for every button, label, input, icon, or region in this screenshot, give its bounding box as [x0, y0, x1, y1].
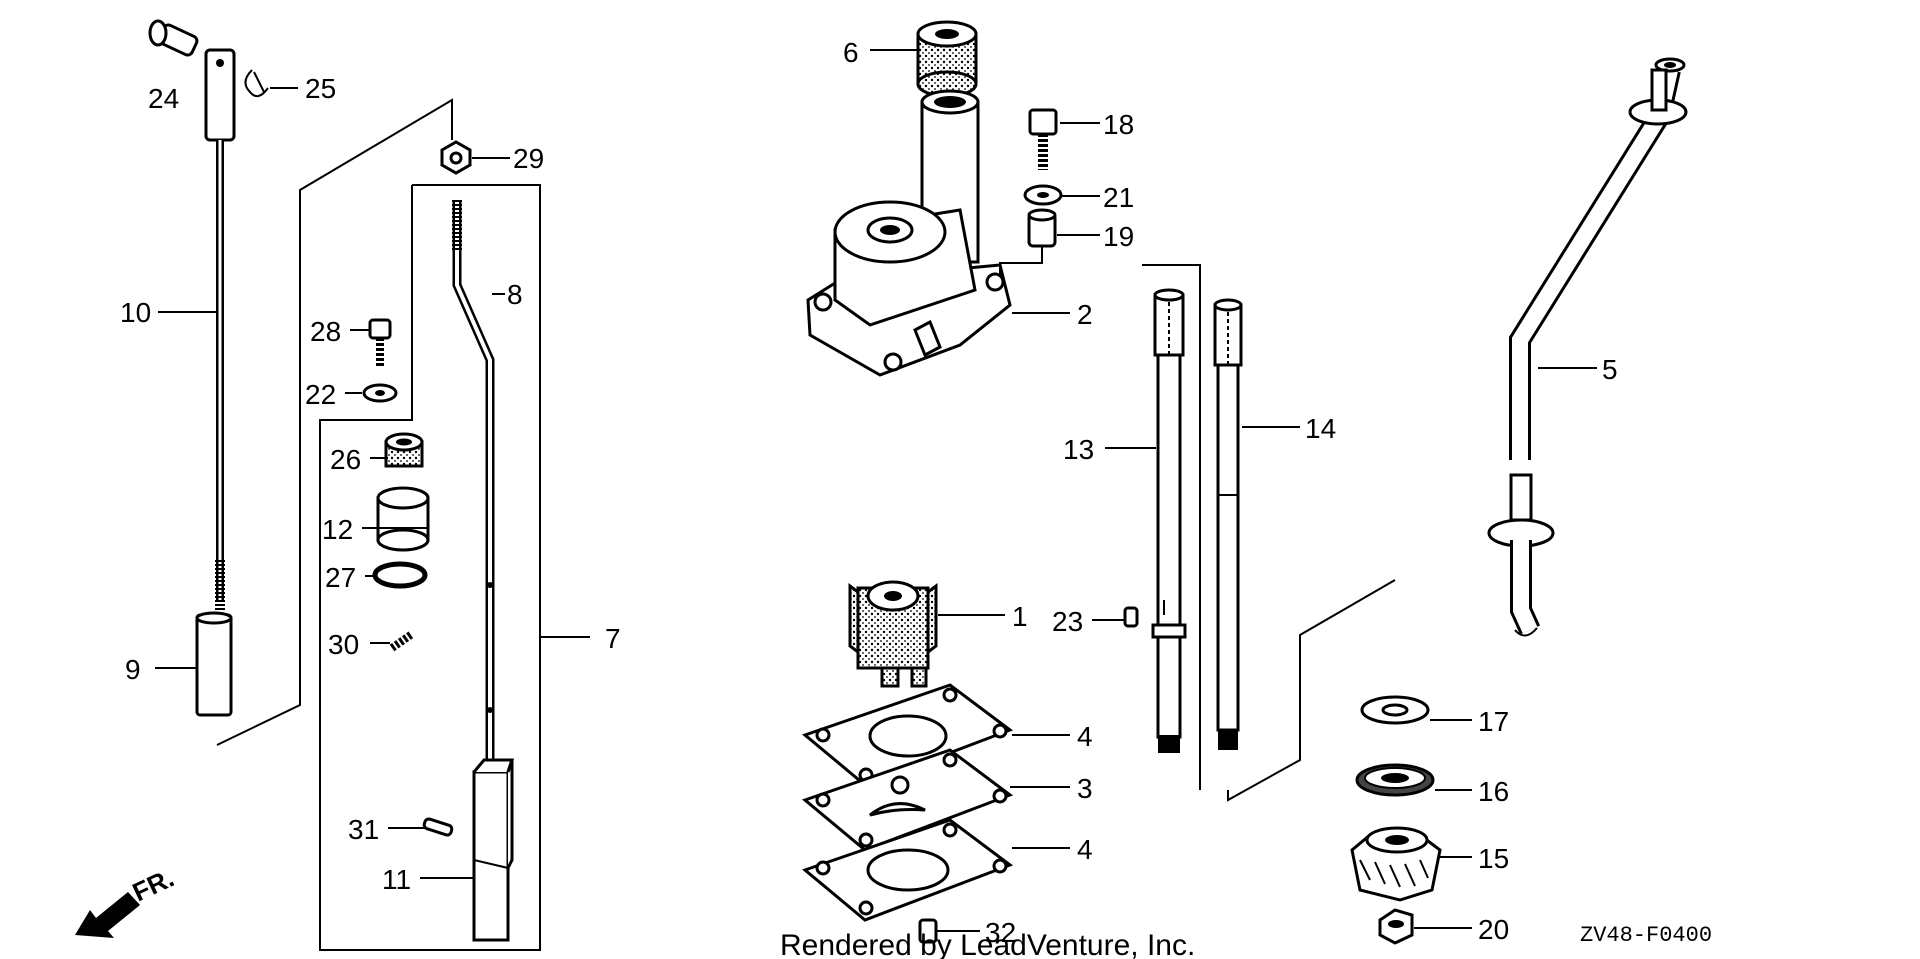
callout-28: 28 [310, 316, 341, 347]
callout-2: 2 [1077, 299, 1093, 330]
shift-rod-assembly [148, 19, 453, 746]
front-direction-arrow: FR. [75, 863, 179, 938]
callout-22: 22 [305, 379, 336, 410]
callout-26: 26 [330, 444, 361, 475]
pump-housing-2 [806, 89, 1012, 377]
drive-shaft-13 [1151, 288, 1187, 753]
water-pump-assembly [801, 20, 1063, 944]
bolt-18 [1028, 108, 1058, 170]
callout-8: 8 [507, 279, 523, 310]
callout-14: 14 [1305, 413, 1336, 444]
callout-32: 32 [985, 917, 1016, 948]
callout-12: 12 [322, 514, 353, 545]
callout-30: 30 [328, 629, 359, 660]
callout-25: 25 [305, 73, 336, 104]
shift-rod-7-assembly [319, 140, 541, 951]
callout-24: 24 [148, 83, 179, 114]
collar-26 [384, 432, 424, 468]
water-tube-assembly [1350, 57, 1688, 945]
nut-29 [440, 140, 472, 175]
callout-13: 13 [1063, 434, 1094, 465]
callout-9: 9 [125, 654, 141, 685]
gasket-4-lower [801, 818, 1014, 922]
callout-20: 20 [1478, 914, 1509, 945]
bushing-12 [376, 486, 430, 552]
callout-3: 3 [1077, 773, 1093, 804]
callout-29: 29 [513, 143, 544, 174]
callout-23: 23 [1052, 606, 1083, 637]
nut-20 [1378, 908, 1414, 945]
thrust-bearing-16 [1355, 763, 1435, 797]
leader-lines [155, 49, 1597, 932]
callout-10: 10 [120, 297, 151, 328]
callout-6: 6 [843, 37, 859, 68]
callout-7: 7 [605, 623, 621, 654]
callout-18: 18 [1103, 109, 1134, 140]
seal-6 [916, 20, 978, 98]
callout-4a: 4 [1077, 721, 1093, 752]
callout-21: 21 [1103, 182, 1134, 213]
callout-19: 19 [1103, 221, 1134, 252]
pinion-gear-15 [1350, 826, 1442, 902]
callout-11: 11 [382, 864, 411, 895]
callout-15: 15 [1478, 843, 1509, 874]
drawing-code: ZV48-F0400 [1580, 923, 1712, 948]
callout-17: 17 [1478, 706, 1509, 737]
drive-shaft-assembly [1123, 264, 1396, 802]
callout-labels: 10 9 24 25 29 8 28 22 26 12 27 30 7 31 1… [120, 37, 1618, 948]
gasket-4-upper [801, 683, 1014, 787]
shift-arm-11 [472, 758, 515, 942]
callout-31: 31 [348, 814, 379, 845]
drive-shaft-14 [1213, 298, 1243, 750]
callout-1: 1 [1012, 601, 1028, 632]
pin-24 [148, 19, 199, 57]
impeller-1 [848, 580, 938, 688]
callout-27: 27 [325, 562, 356, 593]
callout-16: 16 [1478, 776, 1509, 807]
bolt-28 [368, 318, 392, 368]
plate-3 [801, 748, 1014, 852]
callout-4b: 4 [1077, 834, 1093, 865]
callout-5: 5 [1602, 354, 1618, 385]
render-credit: Rendered by LeadVenture, Inc. [780, 929, 1195, 959]
